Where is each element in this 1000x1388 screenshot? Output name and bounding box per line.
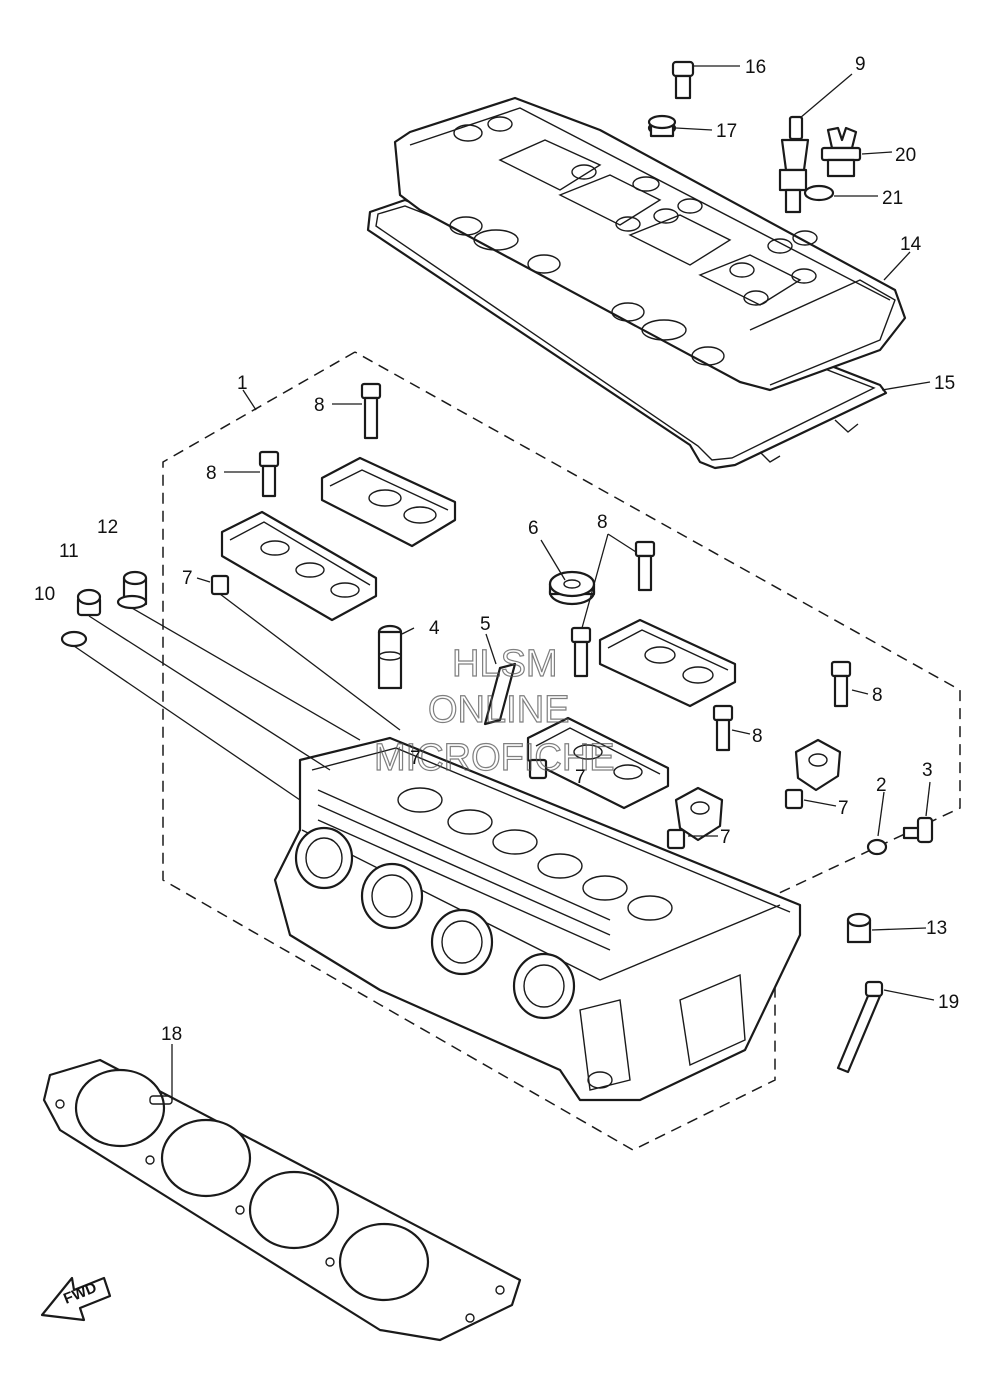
callout-20: 20 (895, 145, 916, 166)
camshaft-cap-mid (598, 618, 737, 708)
camshaft-end-cap-b (674, 786, 724, 842)
callout-labels: 16 17 9 20 21 14 15 1 8 8 8 8 8 12 11 10… (34, 54, 959, 1045)
camshaft-cap-front-right (526, 716, 670, 810)
callout-8-a: 8 (314, 395, 325, 416)
dowel-pin-d (666, 828, 686, 850)
callout-4: 4 (429, 618, 440, 639)
callout-8-b: 8 (206, 463, 217, 484)
callout-7-b: 7 (838, 798, 849, 819)
dowel-pin-b (528, 758, 548, 780)
callout-15: 15 (934, 373, 955, 394)
cap-nut (76, 588, 102, 617)
head-collar (846, 912, 872, 944)
head-plug (548, 570, 596, 606)
watermark-line-2: ONLINE (428, 689, 569, 731)
spark-plug (778, 115, 810, 214)
callout-16: 16 (745, 57, 766, 78)
watermark-line-3: MICROFICHE (374, 737, 615, 779)
stud-sleeve (116, 570, 148, 610)
leader-lines (73, 65, 935, 1100)
cover-bolt (671, 60, 695, 100)
cap-bolt-a (360, 382, 382, 440)
callout-12: 12 (97, 517, 118, 538)
cover-grommet (647, 114, 677, 138)
sealing-washer (866, 838, 888, 856)
camshaft-cap-rear (320, 456, 457, 548)
callout-11: 11 (59, 541, 79, 562)
callout-6: 6 (528, 518, 539, 539)
callout-14: 14 (900, 234, 922, 255)
cap-bolt-e (830, 660, 852, 708)
cap-bolt-b (258, 450, 280, 498)
callout-5: 5 (480, 614, 491, 635)
cylinder-head (273, 736, 802, 1102)
callout-8-e: 8 (752, 726, 763, 747)
valve-guide-insert (483, 662, 517, 726)
head-gasket (42, 1058, 522, 1342)
callout-18: 18 (161, 1024, 182, 1045)
breather-cap (820, 126, 862, 178)
callout-7-c: 7 (720, 827, 731, 848)
callout-2: 2 (876, 775, 887, 796)
camshaft-end-cap-a (794, 738, 842, 792)
callout-7-d: 7 (575, 767, 586, 788)
dowel-pin-c (784, 788, 804, 810)
callout-1: 1 (237, 373, 248, 394)
union-bolt (902, 816, 934, 844)
callout-13: 13 (926, 918, 947, 939)
cap-bolt-d (570, 626, 592, 678)
watermark: HLSM ONLINE MICROFICHE (373, 642, 615, 779)
valve-guide (377, 624, 403, 690)
assembly-outline (162, 351, 961, 1151)
callout-7-e: 7 (410, 748, 421, 769)
valve-cover (393, 96, 907, 392)
callout-3: 3 (922, 760, 933, 781)
breather-o-ring (803, 184, 835, 202)
head-bolt-long (836, 980, 884, 1074)
watermark-line-1: HLSM (452, 643, 558, 685)
callout-21: 21 (882, 188, 903, 209)
camshaft-cap-front-left (220, 510, 378, 622)
cap-bolt-f (712, 704, 734, 752)
callout-10: 10 (34, 584, 55, 605)
cap-bolt-c (634, 540, 656, 592)
dowel-pin-a (210, 574, 230, 596)
callout-7-a: 7 (182, 568, 193, 589)
callout-8-c: 8 (597, 512, 608, 533)
callout-17: 17 (716, 121, 737, 142)
callout-9: 9 (855, 54, 866, 75)
callout-19: 19 (938, 992, 959, 1013)
callout-8-d: 8 (872, 685, 883, 706)
washer (60, 630, 88, 648)
fwd-arrow-icon: FWD (40, 1276, 112, 1322)
